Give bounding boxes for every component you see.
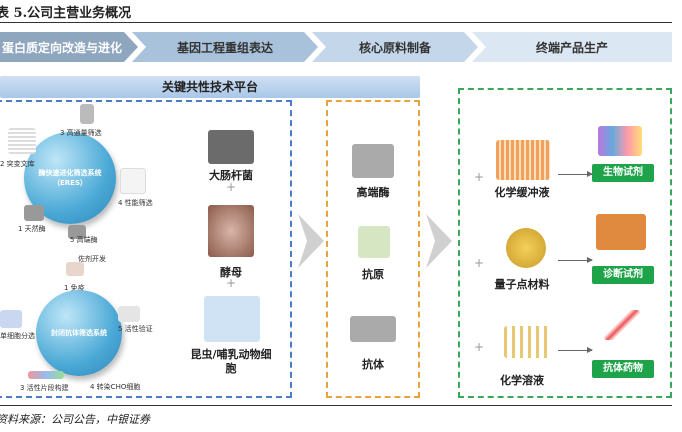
host-label: 酵母	[220, 266, 242, 279]
host-label: 昆虫/哺乳动物细胞	[190, 348, 272, 375]
plus-sign: +	[474, 256, 485, 270]
source-note: 资料来源：公司公告，中银证券	[0, 413, 150, 426]
bio-reagent-image	[598, 126, 642, 156]
ecoli-image	[208, 130, 254, 164]
insect-cell-image	[204, 296, 260, 342]
material-label: 抗体	[362, 358, 384, 371]
platform-banner: 关键共性技术平台	[0, 76, 420, 98]
material-label: 高端酶	[356, 186, 390, 199]
step-label: 5 高端酶	[70, 236, 98, 244]
product-label: 诊断试剂	[592, 266, 654, 284]
plus-sign: +	[226, 180, 237, 194]
solution-image	[504, 326, 550, 358]
arrow-icon	[558, 347, 593, 353]
input-label: 化学溶液	[500, 374, 544, 387]
activity-plate-image	[118, 306, 140, 322]
material-label: 抗原	[362, 268, 384, 281]
syringe-image	[604, 310, 640, 340]
buffer-image	[496, 140, 550, 180]
mutant-library-image	[8, 128, 36, 154]
stage-recombinant-expression: 基因工程重组表达	[132, 32, 318, 62]
arrow-icon	[558, 171, 593, 177]
flow-arrow-icon	[426, 214, 452, 268]
step-label: 3 高通量筛选	[60, 129, 102, 137]
cell-sort-image	[0, 310, 22, 328]
natural-enzyme-image	[24, 205, 44, 221]
plus-sign: +	[474, 340, 485, 354]
adjuvant-label: 佐剂开发	[78, 255, 106, 263]
performance-chart-image	[120, 168, 146, 194]
enzyme-image	[352, 144, 394, 178]
step-label: 4 性能筛选	[118, 199, 153, 207]
high-end-enzyme-image	[68, 225, 86, 239]
antigen-image	[358, 226, 390, 258]
table-title: 表 5.公司主营业务概况	[0, 6, 132, 21]
step-label: 4 转染CHO细胞	[90, 383, 141, 391]
plus-sign: +	[226, 276, 237, 290]
host-label: 大肠杆菌	[209, 169, 253, 182]
mouse-image	[66, 262, 84, 276]
step-label: 单细胞分选	[0, 332, 35, 340]
yeast-image	[208, 205, 254, 257]
input-label: 化学缓冲液	[494, 186, 550, 199]
step-label: 1 免疫	[64, 284, 85, 292]
product-label: 抗体药物	[592, 360, 654, 378]
step-label: 3 活性片段构建	[20, 384, 69, 392]
antibody-sphere: 封闭抗体筛选系统	[36, 290, 122, 376]
diagnostic-kit-image	[596, 214, 646, 250]
fragment-image	[28, 371, 64, 379]
stage-end-products: 终端产品生产	[472, 32, 672, 62]
flow-arrow-icon	[298, 214, 324, 268]
input-label: 量子点材料	[494, 278, 550, 291]
quantum-dot-image	[506, 228, 546, 268]
antibody-image	[350, 316, 396, 342]
stage-protein-engineering: 蛋白质定向改造与进化	[0, 32, 138, 62]
step-label: 5 活性验证	[118, 325, 153, 333]
stage-core-materials: 核心原料制备	[312, 32, 478, 62]
plus-sign: +	[474, 170, 485, 184]
platform-box	[0, 100, 292, 398]
title-rule	[0, 22, 672, 23]
arrow-icon	[558, 257, 593, 263]
step-label: 1 天然酶	[18, 225, 46, 233]
products-box	[458, 88, 672, 398]
footer-rule	[0, 405, 672, 406]
step-label: 2 突变文库	[0, 160, 35, 168]
product-label: 生物试剂	[592, 164, 654, 182]
screening-image	[80, 104, 94, 124]
materials-box	[326, 100, 420, 398]
